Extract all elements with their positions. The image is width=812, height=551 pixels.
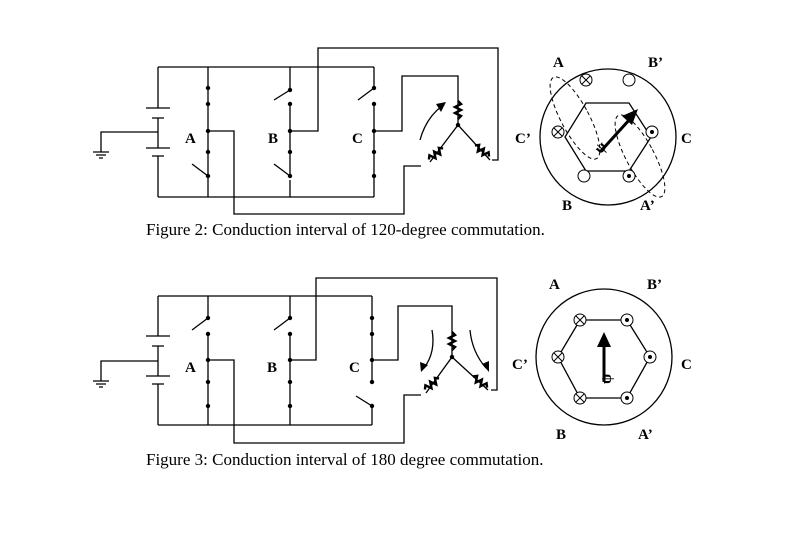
figure-3-leg-label-a: A (185, 360, 196, 376)
figure-3-label-a-prime: A’ (638, 427, 653, 443)
figure-2-label-c-prime: C’ (515, 131, 531, 147)
figure-2-motor-cross-section: ψ A B’ C’ C B A’ (515, 55, 692, 214)
figure-2-label-b: B (562, 198, 572, 214)
figure-3-flux-label: ψ (599, 373, 615, 384)
figure-3-label-c: C (681, 357, 692, 373)
figure-3-inverter-circuit: A B C (93, 277, 498, 444)
figure-2-flux-arrow (622, 109, 638, 125)
figure-2: A B C ψ A B (93, 47, 692, 239)
figure-3-caption: Figure 3: Conduction interval of 180 deg… (146, 450, 544, 469)
figure-2-conductor-dot (622, 125, 659, 183)
figure-3-label-b: B (556, 427, 566, 443)
figure-3-flux-arrow (597, 332, 611, 347)
figure-3-leg-label-b: B (267, 360, 277, 376)
figure-3-label-a: A (549, 277, 560, 293)
figure-2-leg-label-a: A (185, 131, 196, 147)
figure-2-inverter-circuit: A B C (93, 47, 499, 215)
figure-3-label-c-prime: C’ (512, 357, 528, 373)
figure-3-label-b-prime: B’ (647, 277, 662, 293)
figure-3-conductor-cross (551, 313, 587, 405)
figure-2-leg-label-b: B (268, 131, 278, 147)
figure-2-caption: Figure 2: Conduction interval of 120-deg… (146, 220, 545, 239)
figure-3-motor-cross-section: ψ A B’ C’ C B A’ (512, 277, 692, 443)
figure-3: A B C ψ A B’ C’ C B A’ (93, 277, 692, 469)
figure-2-leg-label-c: C (352, 131, 363, 147)
figure-2-label-b-prime: B’ (648, 55, 663, 71)
figure-2-label-a: A (553, 55, 564, 71)
figure-2-label-a-prime: A’ (640, 198, 655, 214)
figure-2-label-c: C (681, 131, 692, 147)
figure-3-leg-label-c: C (349, 360, 360, 376)
figure-2-conductor-cross (551, 73, 593, 139)
figure-3-conductor-dot (620, 313, 657, 405)
